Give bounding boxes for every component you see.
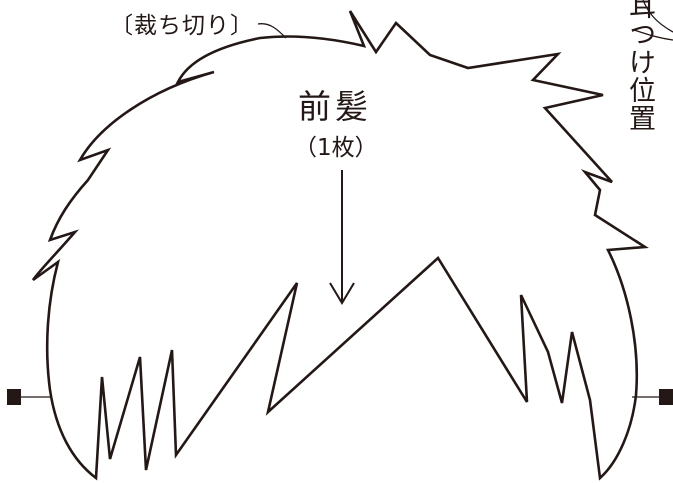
left-match-mark bbox=[7, 389, 21, 405]
ear-position-label: 耳つけ位置 bbox=[624, 0, 655, 132]
right-match-mark bbox=[659, 389, 673, 405]
bangs-outline bbox=[31, 10, 649, 481]
direction-arrow-head bbox=[329, 282, 355, 305]
piece-name: 前髪 bbox=[298, 87, 372, 126]
cut-label-leader bbox=[257, 23, 287, 39]
piece-count: （1枚） bbox=[294, 135, 378, 161]
cut-edge-label: 〔裁ち切り〕 bbox=[110, 13, 254, 39]
ear-position-leader bbox=[642, 0, 673, 33]
ear-position-leader-lower bbox=[633, 29, 673, 41]
